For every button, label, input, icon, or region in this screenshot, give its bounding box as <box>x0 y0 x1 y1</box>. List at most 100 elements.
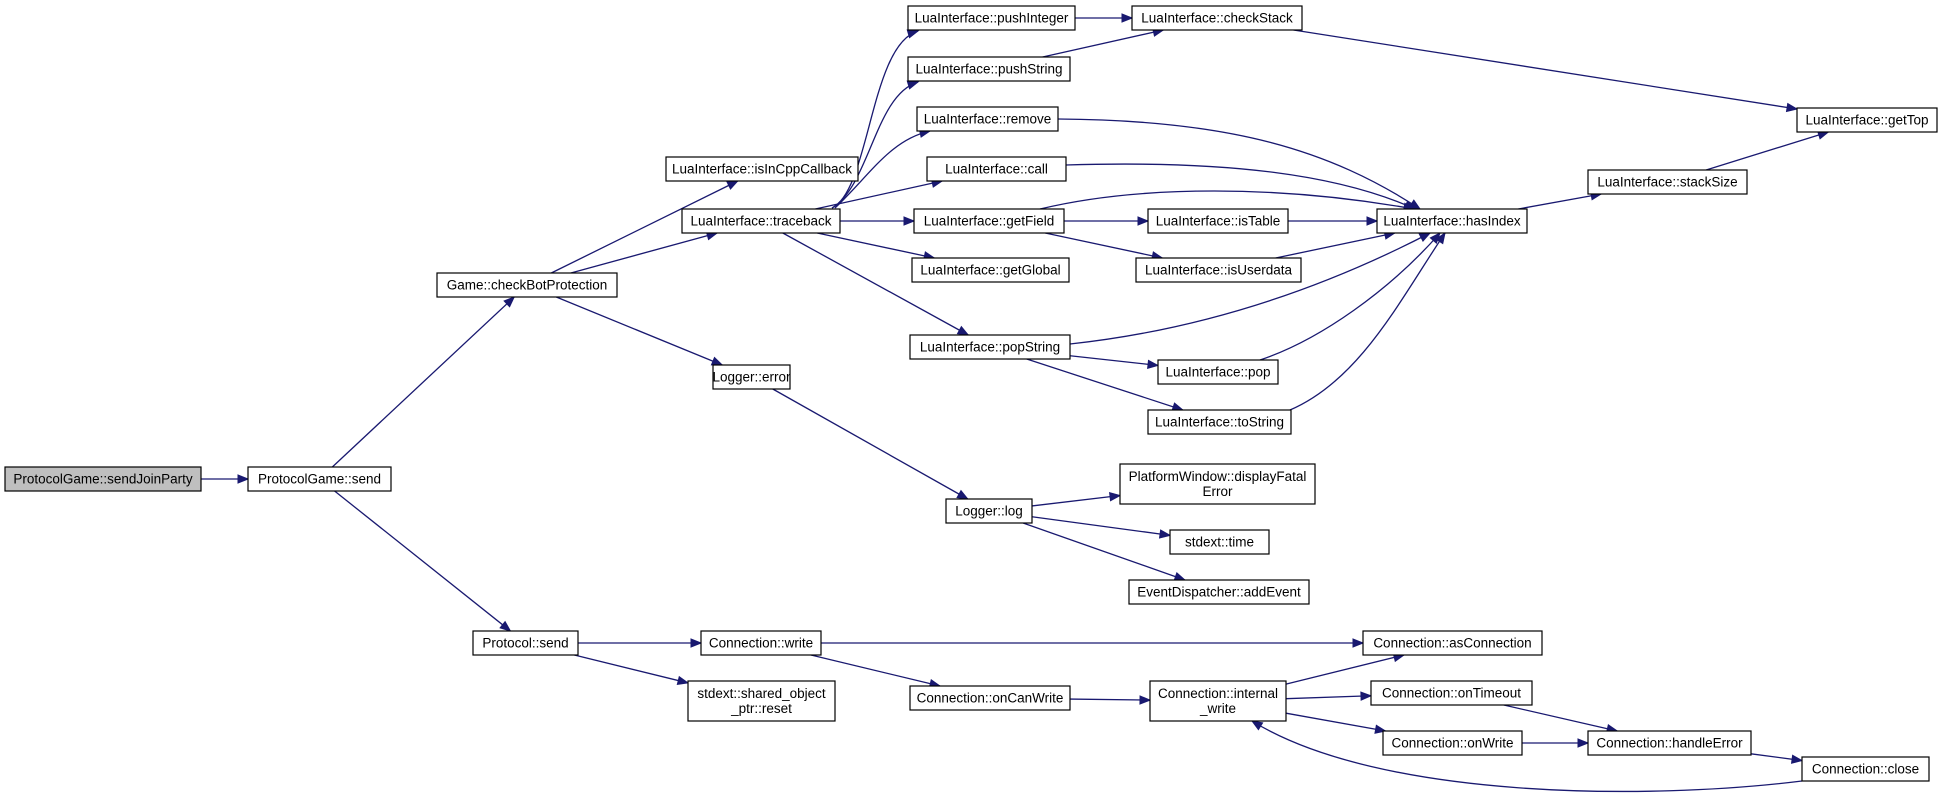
edge-checkStack-to-getTop <box>1293 29 1799 113</box>
node-label: Connection::write <box>709 636 813 651</box>
node-traceback[interactable]: LuaInterface::traceback <box>681 208 841 234</box>
node-label: LuaInterface::remove <box>924 112 1052 127</box>
node-pushInteger[interactable]: LuaInterface::pushInteger <box>907 5 1076 31</box>
node-box <box>1157 359 1279 385</box>
node-getTop[interactable]: LuaInterface::getTop <box>1796 107 1938 133</box>
node-checkStack[interactable]: LuaInterface::checkStack <box>1131 5 1303 31</box>
node-label: ProtocolGame::sendJoinParty <box>13 472 193 487</box>
edge-internalWrite-to-onTimeout <box>1285 691 1373 701</box>
arrowhead <box>710 356 724 366</box>
node-addEvent[interactable]: EventDispatcher::addEvent <box>1128 579 1310 605</box>
node-pushString[interactable]: LuaInterface::pushString <box>907 56 1071 82</box>
edge-internalWrite-to-asConnection <box>1285 652 1406 685</box>
node-box <box>1370 680 1533 706</box>
node-label: Logger::log <box>955 504 1023 519</box>
arrowhead <box>1785 102 1799 113</box>
edge-getField-to-isTable <box>1064 216 1150 226</box>
arrowhead <box>1137 216 1150 226</box>
edge-onTimeout-to-handleError <box>1503 704 1619 734</box>
edge-call-to-hasIndex <box>1065 163 1417 210</box>
node-label: LuaInterface::toString <box>1155 415 1284 430</box>
node-loggerLog[interactable]: Logger::log <box>945 498 1033 524</box>
node-label: LuaInterface::getField <box>924 214 1055 229</box>
edge-onWrite-to-handleError <box>1522 738 1590 748</box>
node-getField[interactable]: LuaInterface::getField <box>913 208 1065 234</box>
node-label: LuaInterface::getTop <box>1805 113 1928 128</box>
arrowhead <box>1360 691 1373 701</box>
node-isUserdata[interactable]: LuaInterface::isUserdata <box>1135 257 1302 283</box>
edge-traceback-to-pushString <box>831 80 920 209</box>
node-isInCpp[interactable]: LuaInterface::isInCppCallback <box>665 156 859 182</box>
edge-checkBot-to-traceback <box>570 231 719 274</box>
arrowhead <box>1147 359 1160 369</box>
node-handleError[interactable]: Connection::handleError <box>1587 730 1752 756</box>
node-pgSend[interactable]: ProtocolGame::send <box>247 466 392 492</box>
node-box <box>1587 169 1748 195</box>
node-box <box>712 364 791 390</box>
node-stdextTime[interactable]: stdext::time <box>1169 529 1270 555</box>
node-box <box>907 56 1071 82</box>
node-onCanWrite[interactable]: Connection::onCanWrite <box>909 685 1071 711</box>
node-label: Connection::handleError <box>1596 736 1743 751</box>
node-remove[interactable]: LuaInterface::remove <box>916 106 1059 132</box>
node-label: _ptr::reset <box>730 701 792 716</box>
node-toString[interactable]: LuaInterface::toString <box>1147 409 1292 435</box>
edge-connWrite-to-asConnection <box>821 638 1365 648</box>
arrowhead <box>903 216 916 226</box>
node-box <box>1147 208 1289 234</box>
edge-loggerError-to-loggerLog <box>772 388 969 500</box>
node-label: Connection::onTimeout <box>1382 686 1521 701</box>
node-loggerError[interactable]: Logger::error <box>712 364 791 390</box>
node-pop[interactable]: LuaInterface::pop <box>1157 359 1279 385</box>
node-box <box>1376 208 1528 234</box>
node-getGlobal[interactable]: LuaInterface::getGlobal <box>911 257 1070 283</box>
node-box <box>945 498 1033 524</box>
arrowhead <box>726 180 739 190</box>
node-label: Game::checkBotProtection <box>447 278 608 293</box>
node-label: LuaInterface::getGlobal <box>920 263 1060 278</box>
edge-internalWrite-to-onWrite <box>1285 712 1387 734</box>
node-box <box>1149 680 1287 722</box>
node-label: LuaInterface::traceback <box>690 214 831 229</box>
node-label: Connection::close <box>1812 762 1919 777</box>
edge-loggerLog-to-stdextTime <box>1031 516 1172 539</box>
edge-loggerLog-to-displayFatal <box>1031 492 1122 507</box>
node-box <box>1801 756 1930 782</box>
node-close[interactable]: Connection::close <box>1801 756 1930 782</box>
node-onWrite[interactable]: Connection::onWrite <box>1382 730 1523 756</box>
arrowhead <box>1109 492 1122 502</box>
node-reset[interactable]: stdext::shared_object_ptr::reset <box>687 680 836 722</box>
edge-handleError-to-close <box>1750 753 1804 764</box>
node-onTimeout[interactable]: Connection::onTimeout <box>1370 680 1533 706</box>
node-stackSize[interactable]: LuaInterface::stackSize <box>1587 169 1748 195</box>
edge-close-to-internalWrite <box>1250 720 1803 793</box>
arrowhead <box>1158 529 1172 539</box>
node-label: Connection::asConnection <box>1373 636 1531 651</box>
node-label: LuaInterface::pushString <box>915 62 1062 77</box>
edge-checkBot-to-loggerError <box>556 296 724 366</box>
node-sendJoinParty[interactable]: ProtocolGame::sendJoinParty <box>4 466 202 492</box>
node-connWrite[interactable]: Connection::write <box>700 630 822 656</box>
arrowhead <box>499 620 512 632</box>
node-internalWrite[interactable]: Connection::internal_write <box>1149 680 1287 722</box>
arrowhead <box>676 675 690 686</box>
node-box <box>436 272 618 298</box>
edge-pushString-to-checkStack <box>1042 27 1165 58</box>
node-popString[interactable]: LuaInterface::popString <box>909 334 1071 360</box>
node-box <box>1128 579 1310 605</box>
edge-traceback-to-getField <box>840 216 916 226</box>
edge-isUserdata-to-hasIndex <box>1275 230 1397 259</box>
edge-pgSend-to-checkBot <box>331 296 516 468</box>
arrowhead <box>1790 754 1804 764</box>
edge-stackSize-to-getTop <box>1705 130 1830 171</box>
node-label: Connection::internal <box>1158 686 1278 701</box>
node-protocolSend[interactable]: Protocol::send <box>472 630 579 656</box>
node-hasIndex[interactable]: LuaInterface::hasIndex <box>1376 208 1528 234</box>
node-checkBot[interactable]: Game::checkBotProtection <box>436 272 618 298</box>
node-asConnection[interactable]: Connection::asConnection <box>1362 630 1543 656</box>
node-call[interactable]: LuaInterface::call <box>926 156 1067 182</box>
node-isTable[interactable]: LuaInterface::isTable <box>1147 208 1289 234</box>
node-box <box>1135 257 1302 283</box>
